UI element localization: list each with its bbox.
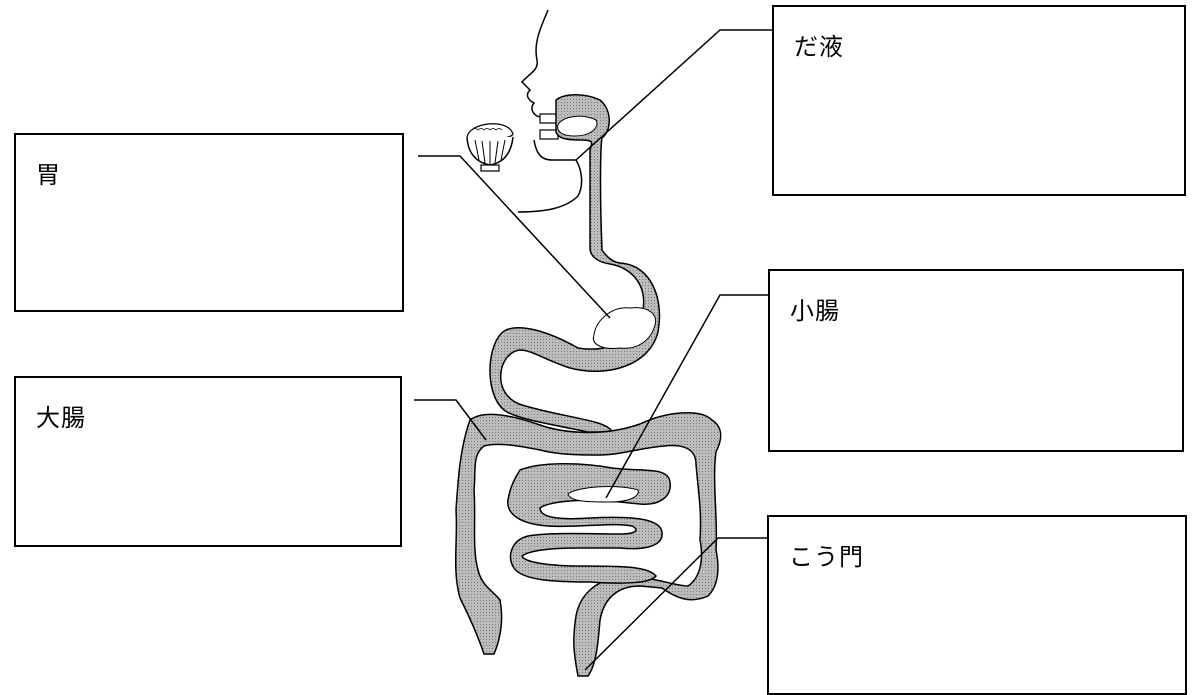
mouth-esophagus-stomach (489, 94, 661, 433)
leader-line-stomach (418, 155, 611, 319)
label-box-anus: こう門 (767, 515, 1187, 695)
label-saliva: だ液 (794, 33, 844, 61)
label-stomach: 胃 (36, 161, 61, 189)
label-box-saliva: だ液 (772, 5, 1186, 196)
leader-line-anus (584, 537, 767, 671)
face-profile (517, 9, 583, 213)
label-box-stomach: 胃 (14, 133, 404, 312)
label-box-small-intestine: 小腸 (768, 269, 1184, 452)
leader-line-saliva (575, 29, 772, 161)
rice-bowl-icon (466, 123, 514, 172)
large-intestine (454, 412, 722, 677)
food-in-small-intestine (567, 486, 639, 503)
label-box-large-intestine: 大腸 (14, 376, 402, 547)
food-in-mouth (557, 115, 598, 137)
label-anus: こう門 (789, 543, 864, 571)
label-small-intestine: 小腸 (790, 297, 840, 325)
leader-line-small-intestine (605, 294, 768, 499)
leader-lines (414, 29, 772, 671)
leader-line-large-intestine (414, 399, 487, 441)
label-large-intestine: 大腸 (36, 404, 86, 432)
small-intestine (507, 463, 671, 584)
